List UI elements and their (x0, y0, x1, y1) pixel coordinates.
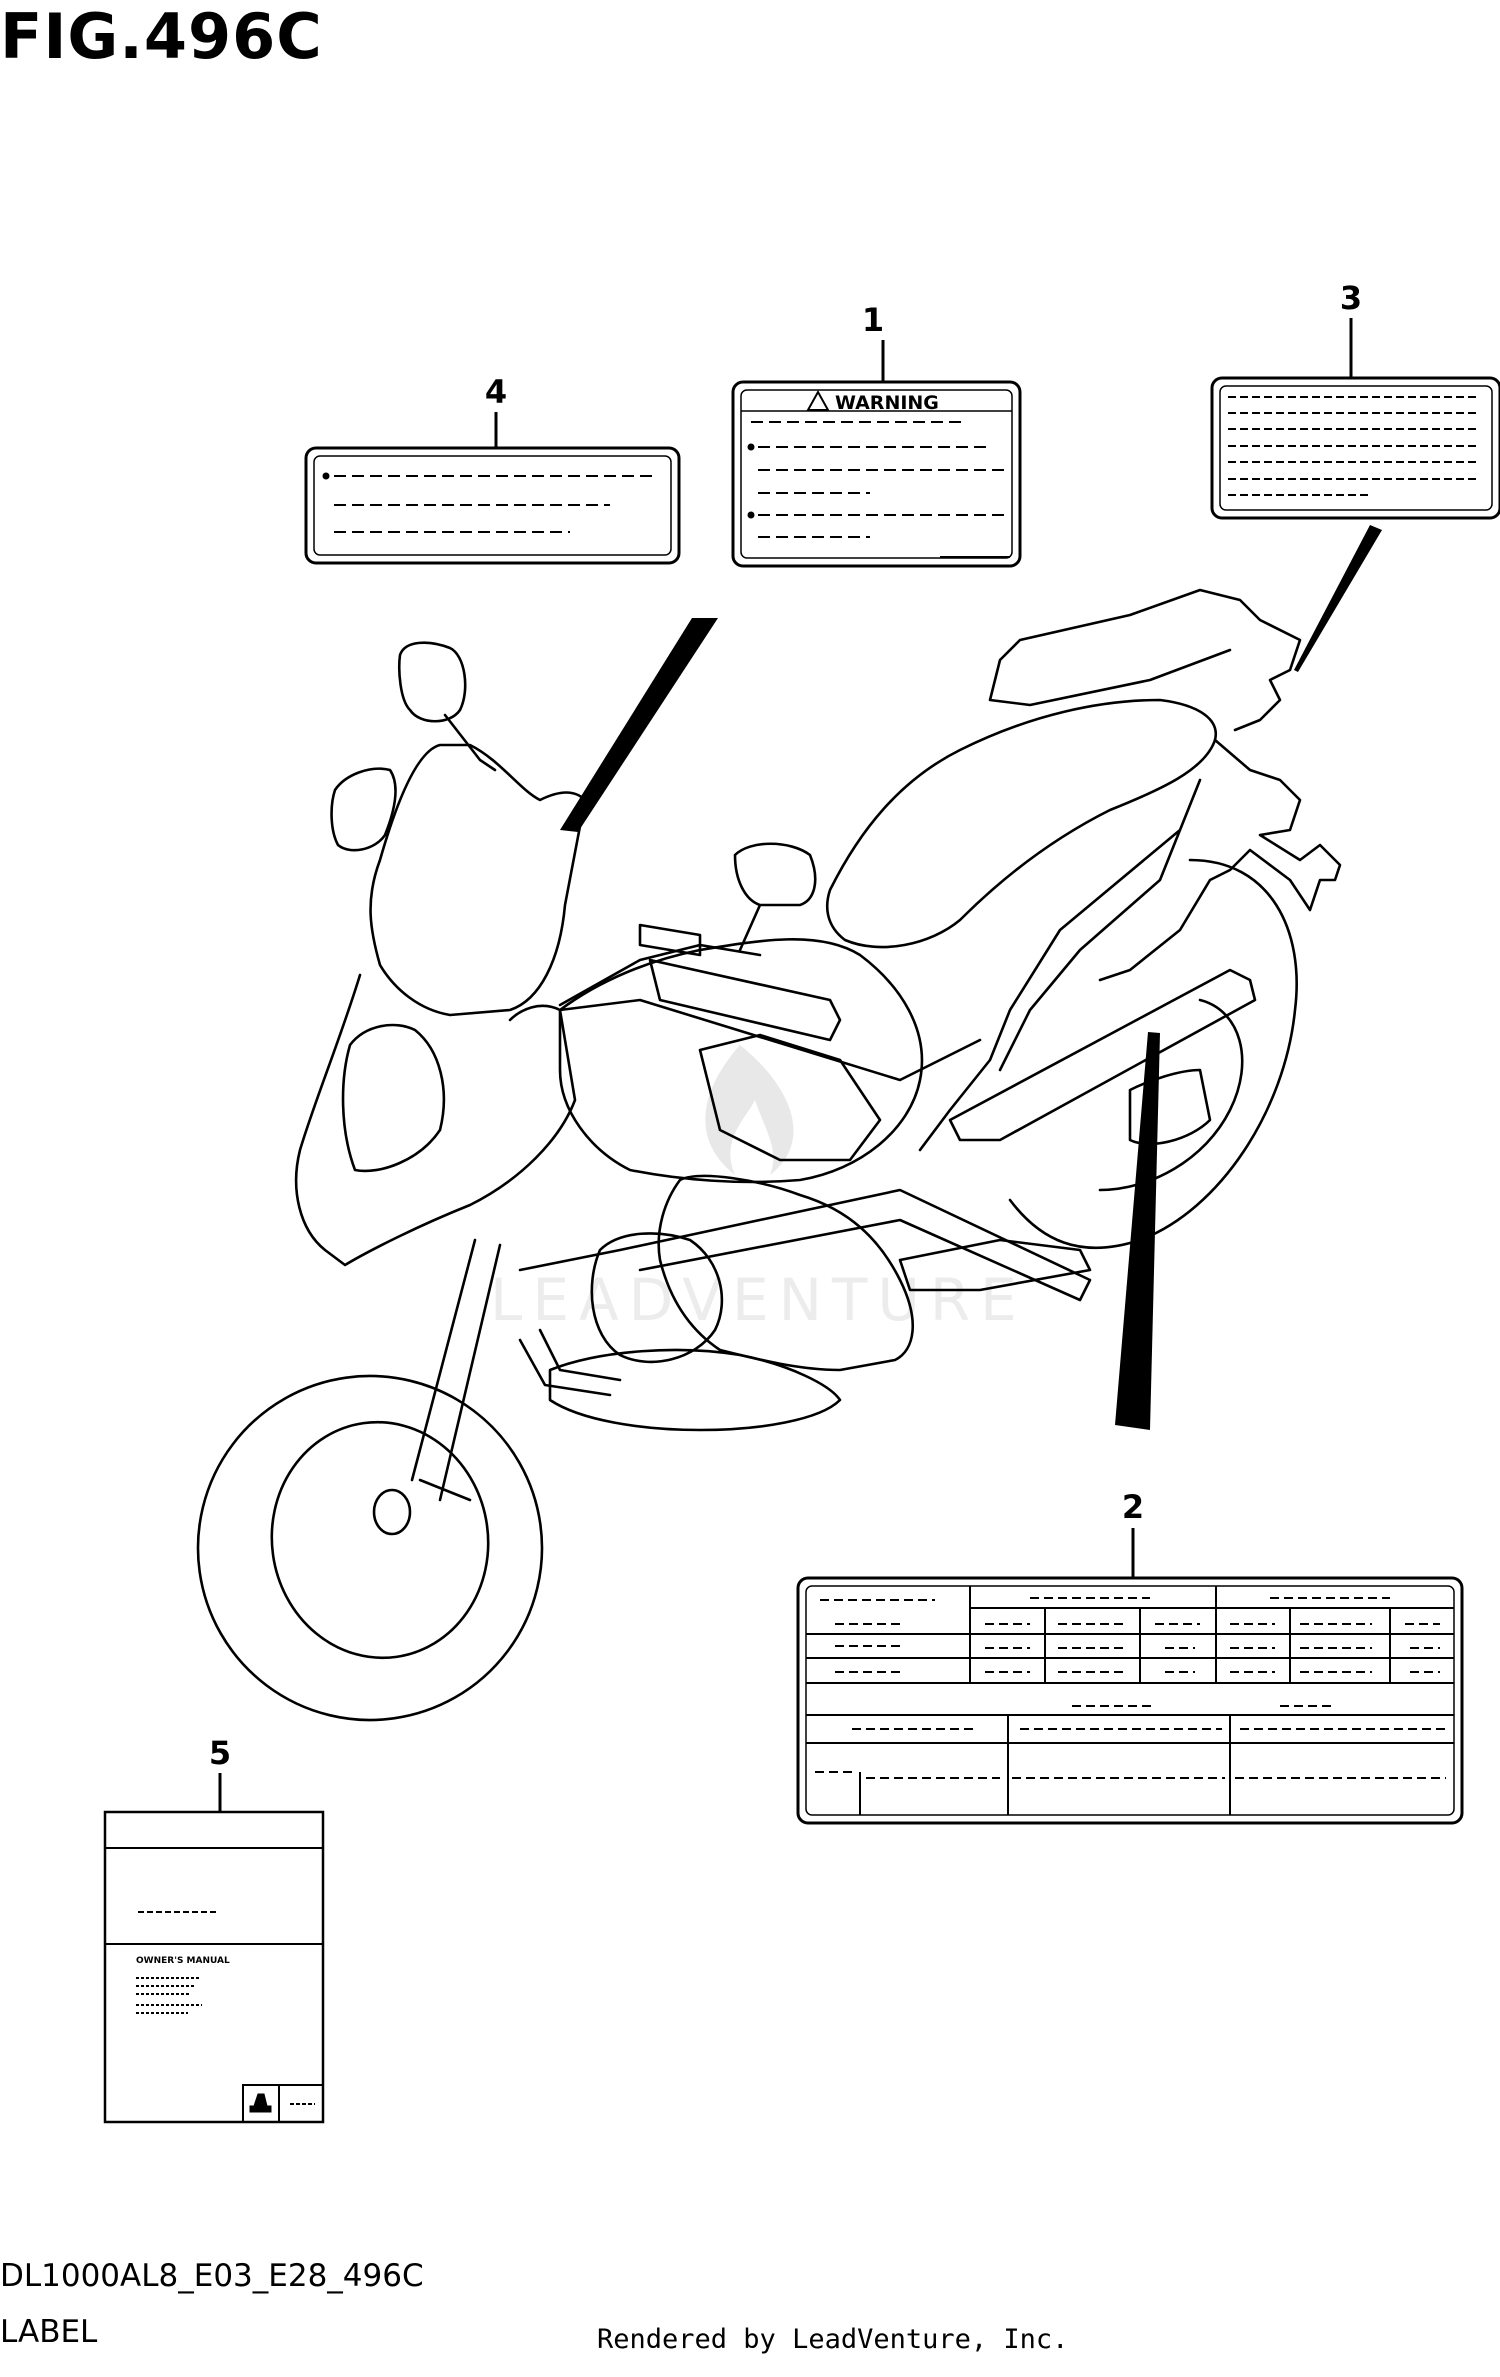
handlebar-grip (648, 958, 842, 1042)
front-tire (196, 1374, 544, 1722)
tail-section (1098, 738, 1342, 982)
callout-1: 1 (862, 301, 885, 382)
frame-tube (518, 998, 1092, 1302)
callouts: 1 2 3 4 5 (209, 279, 1362, 1812)
seat (825, 698, 1218, 949)
callout-number-4: 4 (485, 373, 507, 411)
subframe (918, 778, 1202, 1152)
warning-label: WARNING (731, 380, 1022, 568)
pointer-label-3 (1294, 525, 1382, 672)
leader-pointers (560, 525, 1382, 1430)
warning-label-header: WARNING (835, 392, 939, 414)
callout-4: 4 (485, 373, 507, 448)
warning-triangle-icon (806, 389, 830, 411)
model-code: DL1000AL8_E03_E28_496C (0, 2258, 424, 2294)
motorcycle-drawing (196, 588, 1342, 1722)
handguard-left (330, 767, 397, 852)
left-mirror (398, 641, 497, 772)
right-mirror (733, 842, 817, 952)
windscreen (369, 743, 587, 1017)
watermark-text: LEADVENTURE (490, 1266, 1027, 1334)
headlight-fairing (294, 973, 577, 1267)
section-name: LABEL (0, 2314, 98, 2350)
label-4 (304, 446, 681, 565)
table-label (796, 1576, 1464, 1825)
exhaust-header (518, 1328, 622, 1397)
engine-cover (590, 1232, 724, 1364)
front-hub (372, 1488, 412, 1536)
fuel-tank (558, 938, 924, 1184)
callout-number-3: 3 (1340, 279, 1362, 317)
callout-number-1: 1 (862, 301, 884, 339)
headlight (341, 1023, 446, 1173)
callout-3: 3 (1340, 279, 1362, 378)
watermark-flame-icon (705, 1045, 794, 1175)
manual-label-title: OWNER'S MANUAL (136, 1956, 230, 1966)
pointer-label-4 (560, 618, 718, 832)
watermark: LEADVENTURE (490, 1045, 1027, 1334)
manual-label: OWNER'S MANUAL (103, 1810, 325, 2124)
engine-block (657, 1174, 914, 1372)
handlebar (558, 923, 762, 1007)
manual-book-icon (249, 2093, 272, 2113)
callout-2: 2 (1122, 1488, 1144, 1578)
front-fork (410, 1238, 502, 1502)
side-cover (698, 1033, 882, 1162)
callout-number-5: 5 (209, 1734, 231, 1772)
callout-5: 5 (209, 1734, 231, 1812)
label-3 (1210, 376, 1500, 520)
rear-rack (988, 588, 1302, 732)
rendered-by-credit: Rendered by LeadVenture, Inc. (597, 2324, 1069, 2355)
figure-title: FIG.496C (0, 0, 323, 73)
pointer-label-2 (1115, 1032, 1160, 1430)
skid-plate (548, 1348, 842, 1432)
swingarm (948, 968, 1257, 1142)
footpeg-bracket (898, 1238, 1092, 1292)
callout-number-2: 2 (1122, 1488, 1144, 1526)
rear-tire (1008, 858, 1298, 1250)
front-rim (270, 1420, 490, 1660)
